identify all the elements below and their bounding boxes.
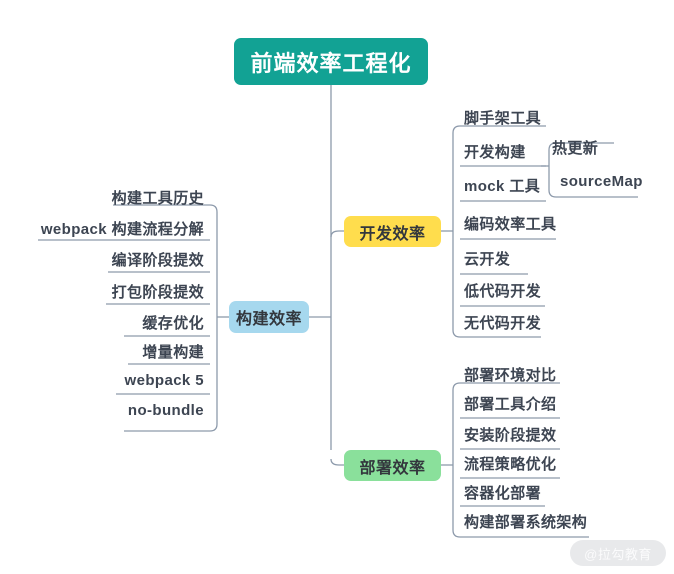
- leaf-node-dev-4[interactable]: 云开发: [458, 247, 528, 273]
- leaf-node-dev-0[interactable]: 脚手架工具: [458, 106, 558, 132]
- branch-node-deploy[interactable]: 部署效率: [344, 450, 441, 481]
- leaf-node-deploy-2[interactable]: 安装阶段提效: [458, 423, 568, 449]
- watermark: @拉勾教育: [570, 540, 666, 566]
- leaf-node-dev-1[interactable]: 开发构建: [458, 140, 548, 166]
- leaf-node-deploy-3[interactable]: 流程策略优化: [458, 452, 568, 478]
- leaf-node-build-3-label: 打包阶段提效: [111, 284, 204, 301]
- leaf-node-deploy-5-label: 构建部署系统架构: [464, 514, 588, 531]
- leaf-node-build-5[interactable]: 增量构建: [120, 340, 210, 366]
- leaf-node-deploy-5[interactable]: 构建部署系统架构: [458, 510, 588, 536]
- leaf-node-build-7-label: no-bundle: [127, 402, 204, 419]
- leaf-node-build-4-label: 缓存优化: [142, 315, 204, 332]
- leaf-node-dev-2[interactable]: mock 工具: [458, 174, 554, 200]
- branch-node-dev-label: 开发效率: [359, 225, 426, 243]
- leaf-node-build-1[interactable]: webpack 构建流程分解: [30, 217, 210, 243]
- leaf-node-deploy-0-label: 部署环境对比: [464, 367, 557, 384]
- leaf-node-dev-5[interactable]: 低代码开发: [458, 279, 550, 305]
- leaf-node-build-0-label: 构建工具历史: [111, 190, 204, 207]
- branch-node-deploy-label: 部署效率: [359, 459, 426, 477]
- branch-node-build-label: 构建效率: [236, 311, 303, 328]
- branch-node-dev[interactable]: 开发效率: [344, 216, 441, 247]
- leaf-node-deploy-4-label: 容器化部署: [464, 485, 542, 502]
- leaf-node-dev-2-label: mock 工具: [464, 178, 541, 195]
- leaf-node-dev-1-label: 开发构建: [464, 144, 526, 161]
- leaf-node-deploy-1-label: 部署工具介绍: [464, 396, 557, 413]
- leaf-node-dev-6[interactable]: 无代码开发: [458, 311, 550, 337]
- leaf-node-dev-3[interactable]: 编码效率工具: [458, 212, 562, 238]
- branch-node-build[interactable]: 构建效率: [229, 301, 309, 333]
- leaf-node-dev-6-label: 无代码开发: [464, 315, 542, 332]
- leaf-node-build-3[interactable]: 打包阶段提效: [100, 280, 210, 306]
- leaf-node-dev-1-sub-1[interactable]: sourceMap: [554, 170, 642, 196]
- leaf-node-build-2-label: 编译阶段提效: [111, 252, 204, 269]
- leaf-node-build-7[interactable]: no-bundle: [110, 399, 210, 425]
- leaf-node-dev-4-label: 云开发: [464, 251, 511, 268]
- leaf-node-build-6-label: webpack 5: [124, 372, 204, 389]
- leaf-node-deploy-4[interactable]: 容器化部署: [458, 481, 553, 507]
- leaf-node-dev-5-label: 低代码开发: [464, 283, 542, 300]
- leaf-node-dev-1-sub-1-label: sourceMap: [560, 173, 643, 190]
- leaf-node-deploy-0[interactable]: 部署环境对比: [458, 363, 568, 389]
- leaf-node-deploy-2-label: 安装阶段提效: [464, 427, 557, 444]
- root-node-label: 前端效率工程化: [250, 50, 412, 76]
- leaf-node-dev-1-sub-0-label: 热更新: [552, 140, 599, 157]
- leaf-node-build-5-label: 增量构建: [142, 344, 204, 361]
- leaf-node-build-2[interactable]: 编译阶段提效: [100, 248, 210, 274]
- leaf-node-build-6[interactable]: webpack 5: [110, 369, 210, 395]
- watermark-label: @拉勾教育: [584, 546, 652, 562]
- leaf-node-deploy-1[interactable]: 部署工具介绍: [458, 392, 568, 418]
- leaf-node-dev-3-label: 编码效率工具: [464, 216, 557, 233]
- root-node[interactable]: 前端效率工程化: [234, 38, 428, 85]
- leaf-node-dev-0-label: 脚手架工具: [464, 110, 542, 127]
- leaf-node-dev-1-sub-0[interactable]: 热更新: [546, 136, 618, 162]
- leaf-node-build-0[interactable]: 构建工具历史: [100, 186, 210, 212]
- leaf-node-build-4[interactable]: 缓存优化: [120, 311, 210, 337]
- leaf-node-build-1-label: webpack 构建流程分解: [40, 221, 204, 238]
- leaf-node-deploy-3-label: 流程策略优化: [464, 456, 557, 473]
